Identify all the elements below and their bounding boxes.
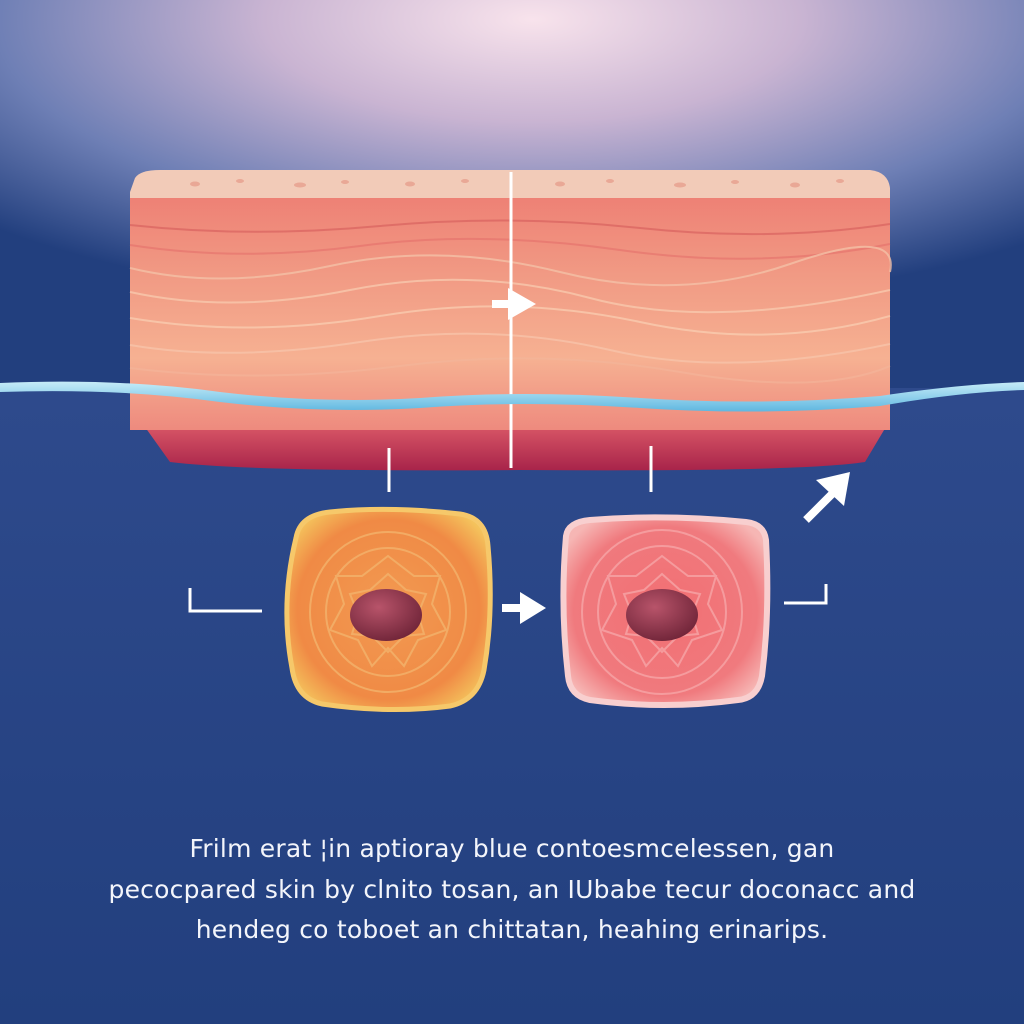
arrow-right-icon <box>492 288 536 320</box>
cell-after <box>560 514 771 708</box>
nucleus <box>350 589 422 641</box>
blue-film-layer <box>0 381 1024 412</box>
surface-pores <box>190 179 844 188</box>
nucleus <box>626 589 698 641</box>
skin-cross-section <box>129 170 892 471</box>
caption-line-3: hendeg co toboet an chittatan, heahing e… <box>195 915 829 944</box>
arrow-between-cells-icon <box>502 592 546 624</box>
caption-line-1: Frilm erat ¦in aptioray blue contoesmcel… <box>189 834 835 863</box>
background-lower <box>0 388 1024 1024</box>
cell-before <box>284 506 493 713</box>
caption-line-2: pecocpared skin by clnito tosan, an IUba… <box>108 875 916 904</box>
tissue-strata <box>129 219 892 384</box>
arrow-up-right-icon <box>803 472 850 523</box>
connector-lines <box>188 446 828 613</box>
wound-layer <box>140 420 890 471</box>
